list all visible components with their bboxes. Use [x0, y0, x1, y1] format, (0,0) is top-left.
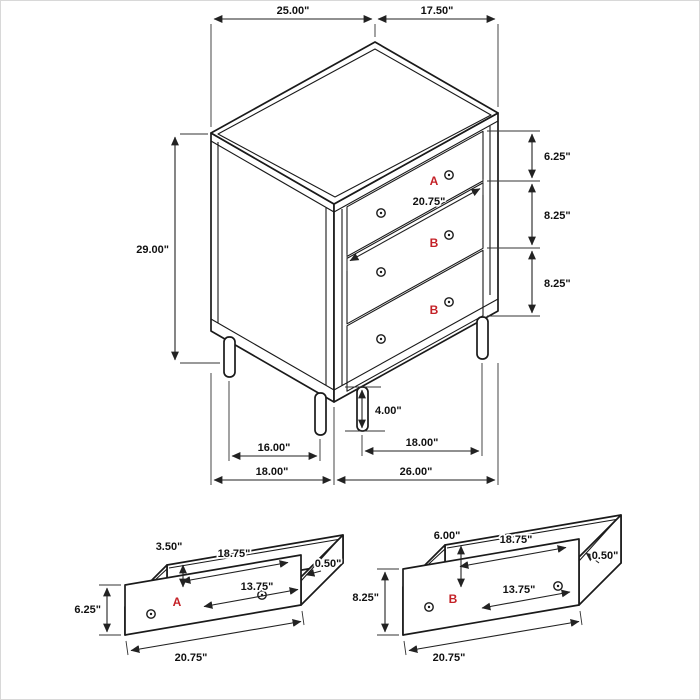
- dim-line-b-interior-length: [459, 545, 567, 569]
- dim-leg-span-depth: 16.00": [258, 442, 291, 454]
- dim-a-interior-depth: 13.75": [241, 581, 274, 593]
- leg-front-left: [314, 392, 327, 436]
- dim-b-wall-thickness: 0.50": [592, 550, 619, 562]
- extension-ticks-drawer-width: [346, 179, 484, 271]
- drawer-b-back-wall-edge: [446, 518, 620, 549]
- knob-dot-icon: [379, 211, 383, 215]
- drawer-b-right-wall-edge: [578, 518, 618, 562]
- dim-overall-depth: 18.00": [256, 466, 289, 478]
- knob-dot-icon: [447, 300, 451, 304]
- drawer-b-front-panel: [402, 538, 580, 636]
- extension-lines-leg: [345, 386, 385, 432]
- drawer-1-label: A: [430, 174, 439, 188]
- dim-a-wall-thickness: 0.50": [315, 558, 342, 570]
- dim-b-front-width: 20.75": [433, 652, 466, 664]
- drawer-3-label: B: [430, 303, 439, 317]
- leg-front-right: [476, 316, 489, 360]
- drawer-b-extension-lines: [377, 568, 583, 656]
- dim-line-a-front-width: [130, 619, 302, 653]
- dim-a-wall-height: 3.50": [156, 541, 183, 553]
- chest-dimension-lines: 25.00" 17.50" 29.00" 6.25" 8.25" 8.25" 2…: [136, 5, 571, 485]
- dim-a-front-width: 20.75": [175, 652, 208, 664]
- dim-a-front-height: 6.25": [74, 604, 101, 616]
- dim-line-a-interior-depth: [203, 587, 299, 609]
- chest-top-face: [210, 41, 499, 205]
- drawer-2-label: B: [430, 236, 439, 250]
- dim-line-b-wall-thickness-leader: [585, 552, 600, 564]
- extension-lines-right: [487, 130, 540, 317]
- knob-dot-icon: [379, 337, 383, 341]
- knob-dot-icon: [427, 605, 431, 609]
- extension-lines-footprint: [210, 363, 499, 485]
- dim-overall-width: 26.00": [400, 466, 433, 478]
- dim-leg-span-width: 18.00": [406, 437, 439, 449]
- chest-top-face-inner-edge: [217, 48, 492, 198]
- extension-lines-top: [210, 24, 499, 127]
- dim-top-depth: 17.50": [421, 5, 454, 17]
- chest-top-slab-edge: [210, 120, 499, 213]
- leg-back-left: [223, 336, 236, 378]
- extension-lines-leg-spans: [228, 363, 483, 461]
- chest-isometric-view: A B B: [210, 41, 499, 436]
- dim-line-b-front-width: [408, 619, 580, 653]
- drawer-3-front: [346, 249, 484, 392]
- dim-overall-height: 29.00": [136, 244, 169, 256]
- dim-b-interior-length: 18.75": [500, 534, 533, 546]
- dim-b-interior-depth: 13.75": [503, 584, 536, 596]
- dim-drawer3-height: 8.25": [544, 278, 571, 290]
- dim-leg-height: 4.00": [375, 405, 402, 417]
- knob-dot-icon: [447, 173, 451, 177]
- dim-drawer2-height: 8.25": [544, 210, 571, 222]
- extension-lines-height: [180, 133, 220, 364]
- dim-b-front-height: 8.25": [352, 592, 379, 604]
- knob-dot-icon: [556, 584, 560, 588]
- dim-drawer1-height: 6.25": [544, 151, 571, 163]
- chest-bottom-rails: [210, 298, 499, 391]
- drawer-a-label: A: [173, 595, 182, 609]
- dim-line-a-wall-thickness-leader: [305, 569, 322, 577]
- dim-line-a-interior-length: [181, 560, 289, 584]
- drawer-b-label: B: [449, 592, 458, 606]
- chest-corner-posts: [217, 126, 491, 386]
- dim-line-b-interior-depth: [481, 589, 571, 611]
- dim-b-wall-height: 6.00": [434, 530, 461, 542]
- drawer-a-detail-view: A 6.25" 3.50" 18.75" 0.50" 13.75" 20.75": [74, 534, 344, 666]
- dim-top-width: 25.00": [277, 5, 310, 17]
- knob-dot-icon: [447, 233, 451, 237]
- dim-a-interior-length: 18.75": [218, 548, 251, 560]
- dim-line-drawer-width: [349, 188, 481, 262]
- dim-drawer-width: 20.75": [413, 196, 446, 208]
- knob-dot-icon: [379, 270, 383, 274]
- knob-dot-icon: [149, 612, 153, 616]
- drawer-a-extension-lines: [99, 584, 305, 656]
- drawer-b-detail-view: B 8.25" 6.00" 18.75" 0.50" 13.75" 20.75": [352, 514, 622, 666]
